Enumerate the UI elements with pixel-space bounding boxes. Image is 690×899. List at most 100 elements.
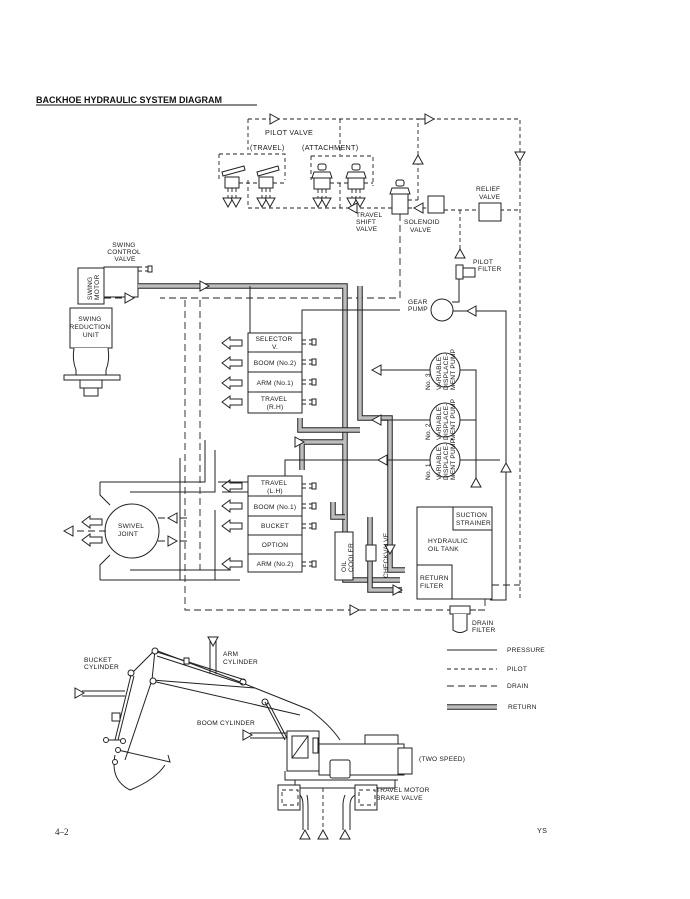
- pump-2-line1: VARIABLE: [436, 406, 443, 440]
- boom-cylinder-label: BOOM CYLINDER: [197, 720, 255, 727]
- pilot-valve-group: PILOT VALVE (TRAVEL) (ATTACHMENT): [218, 113, 526, 600]
- svg-text:SWING MOTOR: SWING MOTOR: [87, 275, 101, 300]
- gear-pump: GEAR PUMP: [408, 298, 454, 322]
- svg-text:DISPLACE-: DISPLACE-: [443, 443, 450, 480]
- pump-1-number: No. 1: [425, 463, 432, 480]
- travel-motor-brake-valve-label-2: BRAKE VALVE: [376, 795, 423, 802]
- svg-text:GEAR PUMP: GEAR PUMP: [408, 299, 430, 313]
- flow-arrow-icon: [339, 829, 351, 840]
- flow-arrow-icon: [466, 305, 477, 317]
- pump-3-number: No. 3: [425, 373, 432, 390]
- oil-cooler: OIL COOLER: [334, 531, 355, 581]
- valve-arm-no2-label: ARM (No.2): [257, 561, 294, 568]
- pilot-filter: PILOT FILTER: [455, 259, 501, 280]
- svg-text:HYDRAULIC OIL TANK: HYDRAULIC OIL TANK: [428, 538, 470, 553]
- flow-arrow-icon: [514, 151, 526, 162]
- legend-pilot-label: PILOT: [507, 666, 527, 673]
- svg-text:CHECKVALVE: CHECKVALVE: [383, 532, 390, 578]
- svg-text:TRAVEL (L.H): TRAVEL (L.H): [261, 480, 289, 495]
- hydraulic-oil-tank-label-2: OIL TANK: [428, 546, 459, 553]
- flow-arrow-icon: [412, 154, 424, 165]
- valve-boom-no1-label: BOOM (No.1): [254, 504, 297, 511]
- relief-valve-label-2: VALVE: [479, 194, 501, 201]
- travel-pilot-lever-left: [221, 165, 246, 208]
- hydraulic-oil-tank-label-1: HYDRAULIC: [428, 538, 468, 545]
- svg-text:SELECTOR V.: SELECTOR V.: [255, 336, 294, 351]
- solenoid-valve-label-1: SOLENOID: [404, 219, 440, 226]
- svg-text:TRAVEL SHIFT VALVE: TRAVEL SHIFT VALVE: [356, 212, 384, 233]
- relief-valve: RELIEF VALVE: [476, 186, 502, 222]
- valve-arm-no1-label: ARM (No.1): [257, 380, 294, 387]
- relief-valve-label-1: RELIEF: [476, 186, 500, 193]
- flow-arrow-icon: [454, 248, 466, 259]
- gear-pump-label-2: PUMP: [408, 306, 428, 313]
- flow-arrow-icon: [413, 202, 424, 214]
- valve-stack-lower: TRAVEL (L.H) BOOM (No.1) BUCKET OPTION A…: [221, 475, 317, 573]
- legend-drain-label: DRAIN: [507, 683, 529, 690]
- drain-filter: DRAIN FILTER: [449, 605, 496, 634]
- return-lines: [138, 283, 405, 593]
- page-code: YS: [537, 826, 547, 835]
- bucket-cylinder-label-1: BUCKET: [84, 657, 112, 664]
- svg-text:TRAVEL MOTOR BRAKE VALVE: TRAVEL MOTOR BRAKE VALVE: [376, 787, 432, 802]
- svg-text:PILOT FILTER: PILOT FILTER: [473, 259, 501, 273]
- swivel-joint-label-1: SWIVEL: [118, 523, 144, 530]
- flow-arrow-icon: [392, 584, 403, 596]
- gear-pump-label-1: GEAR: [408, 299, 428, 306]
- svg-text:MENT PUMP: MENT PUMP: [450, 398, 457, 440]
- attachment-pilot-joystick-right: [345, 163, 367, 208]
- arm-cylinder-label-2: CYLINDER: [223, 659, 258, 666]
- legend: PRESSURE PILOT DRAIN RETURN: [447, 647, 545, 711]
- valve-travel-rh-label: TRAVEL: [261, 396, 287, 403]
- svg-text:OIL: OIL: [341, 561, 348, 572]
- bucket-cylinder-label-2: CYLINDER: [84, 664, 119, 671]
- travel-motor-brake-valve-label-1: TRAVEL MOTOR: [376, 787, 430, 794]
- return-filter-label-2: FILTER: [420, 583, 443, 590]
- flow-arrow-icon: [424, 113, 435, 125]
- swivel-joint-label-2: JOINT: [118, 531, 138, 538]
- suction-strainer-label-1: SUCTION: [456, 512, 487, 519]
- svg-text:DRAIN FILTER: DRAIN FILTER: [472, 620, 496, 634]
- pump-3-line1: VARIABLE: [436, 356, 443, 390]
- svg-text:SOLENOID VALVE: SOLENOID VALVE: [404, 219, 442, 234]
- page-number: 4–2: [55, 827, 69, 837]
- svg-text:DISPLACE-: DISPLACE-: [443, 353, 450, 390]
- swing-control-valve: SWING CONTROL VALVE: [103, 242, 153, 298]
- svg-text:BUCKET CYLINDER: BUCKET CYLINDER: [84, 657, 119, 671]
- svg-text:MENT PUMP: MENT PUMP: [450, 348, 457, 390]
- attachment-pilot-joystick-left: [311, 163, 333, 208]
- return-filter-label-1: RETURN: [420, 575, 449, 582]
- swing-reduction-unit: SWING REDUCTION UNIT: [63, 307, 121, 397]
- hydraulic-oil-tank: SUCTION STRAINER HYDRAULIC OIL TANK RETU…: [416, 506, 493, 600]
- valve-bucket-label: BUCKET: [261, 523, 289, 530]
- suction-strainer-label-2: STRAINER: [456, 520, 491, 527]
- variable-displacement-pumps: No. 3 VARIABLE DISPLACE- MENT PUMP No. 2…: [371, 348, 482, 488]
- swing-reduction-label-3: UNIT: [83, 332, 99, 339]
- flow-arrow-icon: [500, 462, 512, 473]
- svg-text:SWING REDUCTION UN: SWING REDUCTION UNIT: [69, 316, 112, 339]
- svg-text:RELIEF VALVE: RELIEF VALVE: [476, 186, 502, 201]
- drain-filter-label-1: DRAIN: [472, 620, 494, 627]
- arm-cylinder-label-1: ARM: [223, 651, 238, 658]
- pilot-valve-travel-label: (TRAVEL): [250, 143, 285, 152]
- travel-pilot-lever-right: [256, 165, 280, 208]
- excavator-illustration: [74, 636, 413, 840]
- flow-arrow-icon: [377, 454, 388, 466]
- flow-arrow-icon: [349, 604, 360, 616]
- diagram-title: BACKHOE HYDRAULIC SYSTEM DIAGRAM: [36, 95, 222, 105]
- drain-filter-label-2: FILTER: [472, 627, 495, 634]
- travel-shift-valve-label-2: SHIFT: [356, 219, 376, 226]
- pilot-valve-attachment-label: (ATTACHMENT): [302, 143, 358, 152]
- svg-text:TRAVEL (R.H): TRAVEL (R.H): [261, 396, 289, 411]
- svg-text:DISPLACE-: DISPLACE-: [443, 403, 450, 440]
- svg-text:SWIVEL JOINT: SWIVEL JOINT: [118, 523, 146, 538]
- swing-reduction-label-2: REDUCTION: [69, 324, 110, 331]
- flow-arrow-icon: [299, 829, 311, 840]
- swing-motor: SWING MOTOR: [77, 267, 105, 305]
- svg-text:COOLER: COOLER: [348, 543, 355, 572]
- valve-selector-label: SELECTOR: [255, 336, 292, 343]
- svg-text:RETURN FILTER: RETURN FILTER: [420, 575, 451, 590]
- flow-arrow-icon: [269, 113, 280, 125]
- svg-text:MENT PUMP: MENT PUMP: [450, 438, 457, 480]
- svg-text:SWING CONTROL VALV: SWING CONTROL VALVE: [107, 242, 142, 263]
